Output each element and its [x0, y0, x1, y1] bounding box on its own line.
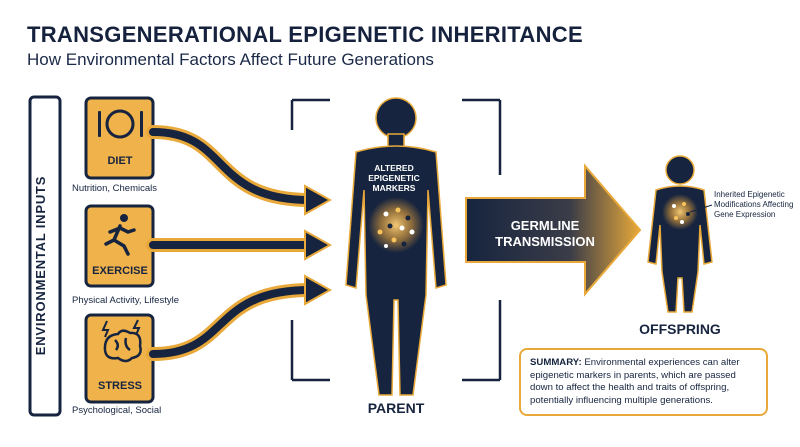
- input-arrows: [146, 125, 317, 361]
- parent-marker-glow: [368, 197, 424, 253]
- summary-lead: SUMMARY:: [530, 357, 582, 368]
- parent-figure: [345, 97, 447, 396]
- diet-box: [84, 96, 155, 180]
- plate-cutlery-icon: [98, 109, 143, 139]
- diet-label: DIET: [107, 155, 133, 167]
- page-title: TRANSGENERATIONAL EPIGENETIC INHERITANCE: [27, 22, 583, 47]
- offspring-markers: [672, 202, 690, 224]
- diet-arrow: [146, 125, 317, 207]
- parent-markers: [377, 207, 415, 248]
- germline-label: GERMLINE TRANSMISSION: [495, 218, 595, 249]
- offspring-note: Inherited Epigenetic Modifications Affec…: [714, 190, 794, 219]
- parent-frame: [290, 98, 502, 382]
- exercise-label: EXERCISE: [92, 265, 148, 277]
- input-arrowheads: [304, 184, 333, 306]
- offspring-marker-glow: [662, 194, 698, 230]
- page-subtitle: How Environmental Factors Affect Future …: [27, 50, 434, 69]
- parent-marker-text: ALTERED EPIGENETIC MARKERS: [368, 163, 420, 193]
- offspring-note-pointer: [689, 204, 713, 213]
- stress-caption: Psychological, Social: [72, 405, 162, 416]
- environmental-inputs-label: ENVIRONMENTAL INPUTS: [33, 175, 49, 355]
- offspring-figure: [647, 155, 713, 313]
- offspring-label: OFFSPRING: [639, 321, 721, 337]
- parent-label: PARENT: [367, 400, 425, 416]
- germline-arrow: [465, 163, 642, 297]
- diet-caption: Nutrition, Chemicals: [72, 183, 157, 194]
- summary-text: Environmental experiences can alter epig…: [530, 357, 740, 406]
- summary-box: SUMMARY: Environmental experiences can a…: [519, 348, 768, 416]
- inputs-bracket: [28, 95, 62, 417]
- brain-lightning-icon: [101, 319, 142, 363]
- exercise-caption: Physical Activity, Lifestyle: [72, 295, 180, 306]
- running-person-icon: [104, 214, 136, 256]
- stress-label: STRESS: [97, 380, 142, 392]
